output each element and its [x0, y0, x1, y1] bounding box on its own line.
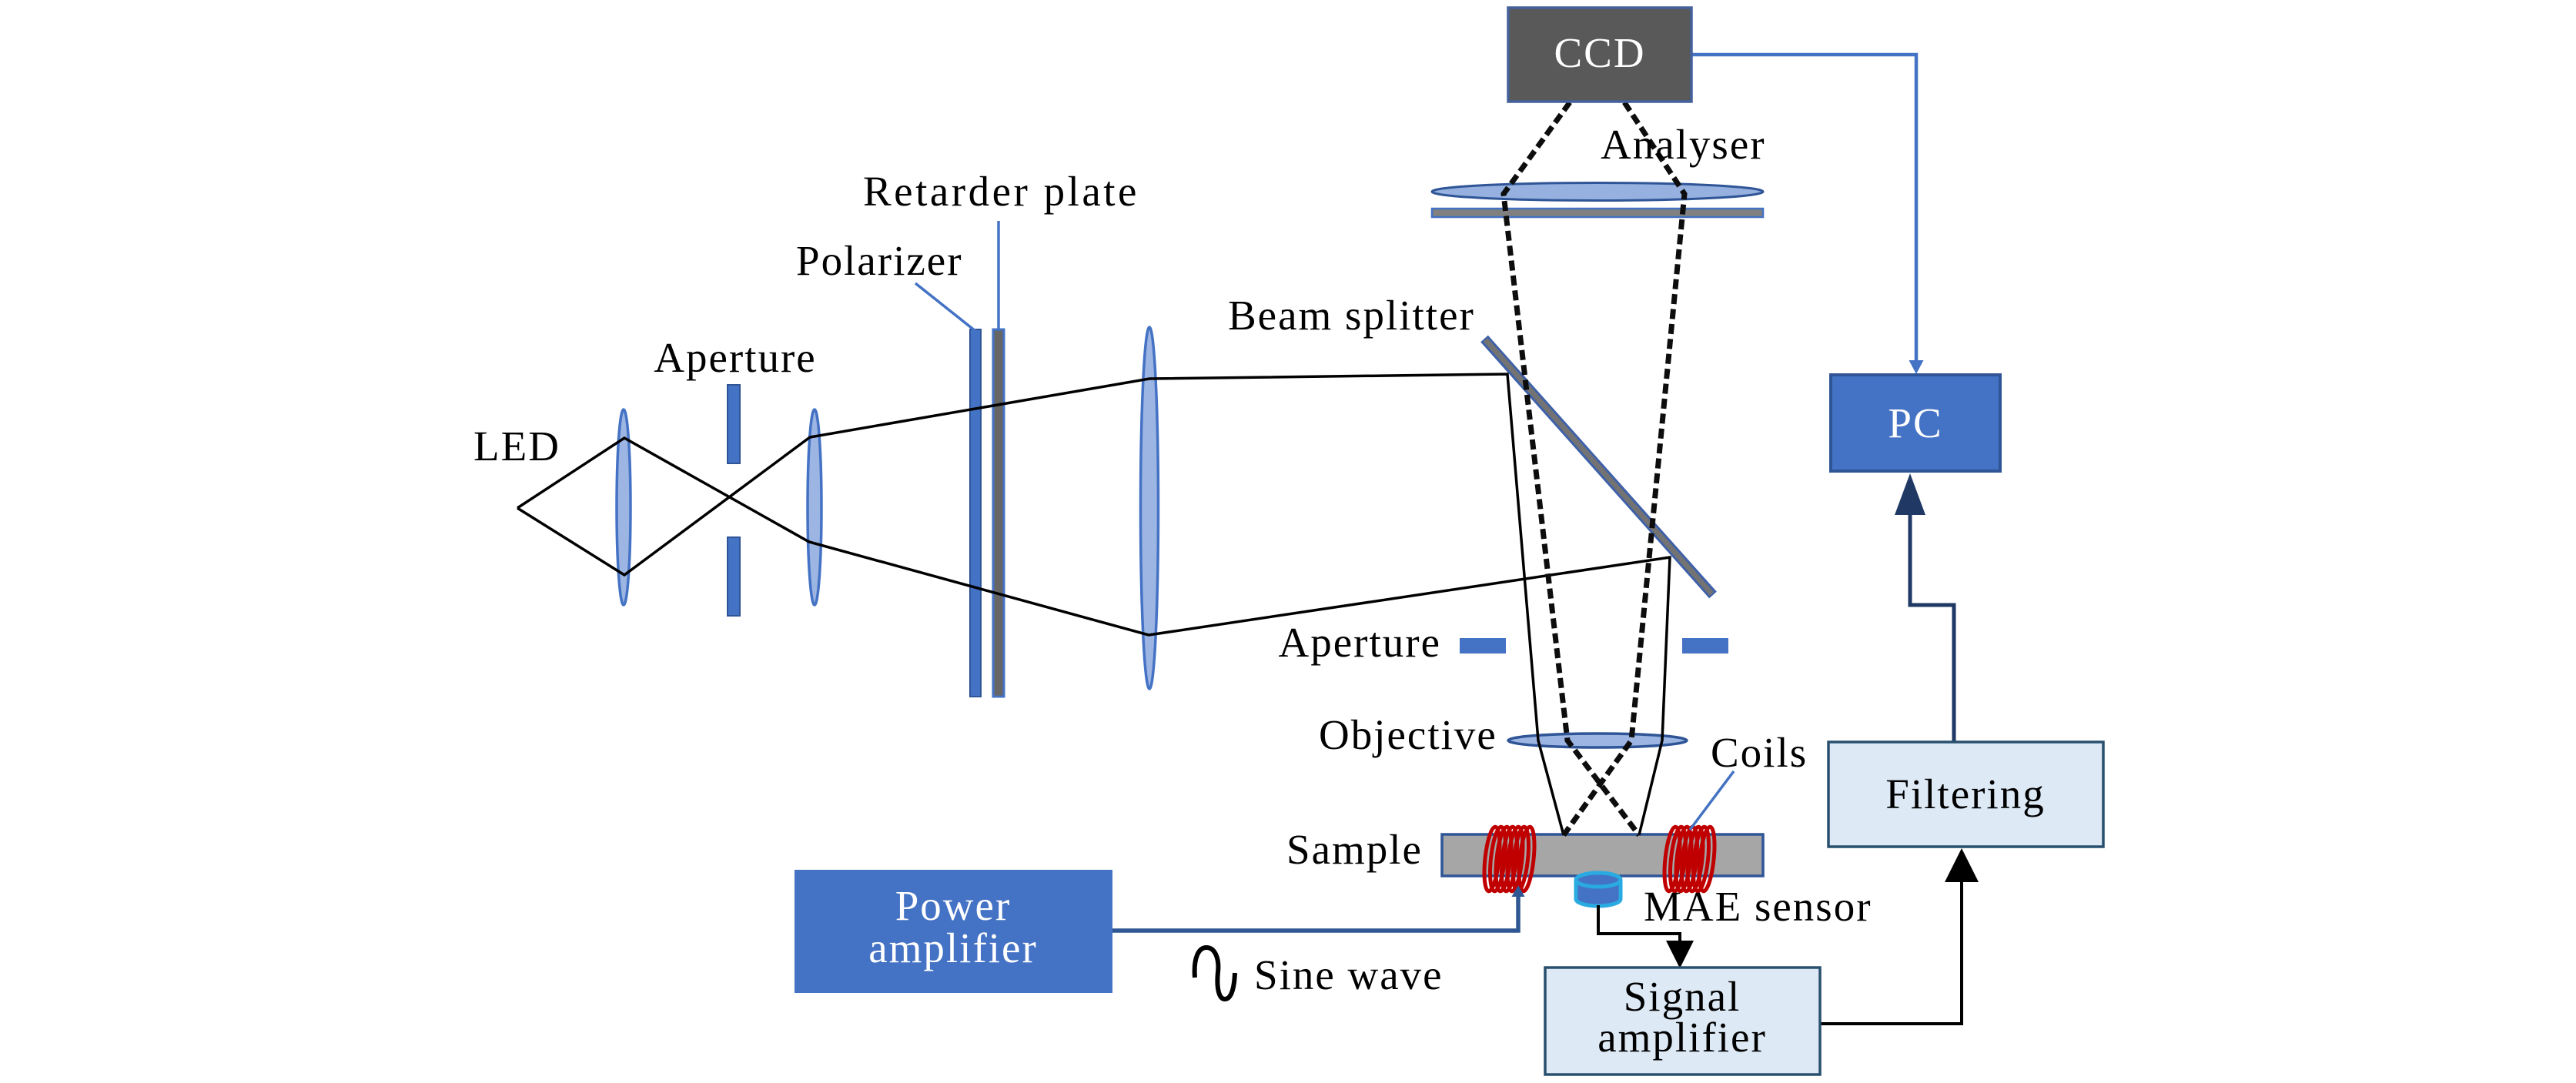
- svg-text:Retarder plate: Retarder plate: [863, 168, 1139, 215]
- svg-text:Analyser: Analyser: [1601, 121, 1766, 168]
- svg-text:amplifier: amplifier: [1597, 1014, 1767, 1061]
- svg-text:Polarizer: Polarizer: [796, 237, 963, 284]
- svg-text:Power: Power: [895, 882, 1012, 929]
- svg-text:Sample: Sample: [1286, 826, 1423, 873]
- svg-text:PC: PC: [1888, 399, 1942, 446]
- svg-text:Aperture: Aperture: [1279, 619, 1441, 666]
- svg-text:Sine wave: Sine wave: [1254, 951, 1444, 998]
- svg-text:MAE sensor: MAE sensor: [1644, 883, 1872, 930]
- svg-text:Coils: Coils: [1711, 729, 1808, 776]
- svg-text:LED: LED: [473, 423, 560, 470]
- svg-text:CCD: CCD: [1554, 29, 1645, 76]
- svg-text:Aperture: Aperture: [654, 334, 816, 381]
- svg-text:amplifier: amplifier: [868, 924, 1038, 971]
- svg-text:Objective: Objective: [1319, 711, 1497, 758]
- svg-text:Signal: Signal: [1624, 973, 1741, 1020]
- svg-text:Filtering: Filtering: [1885, 770, 2045, 817]
- svg-text:Beam splitter: Beam splitter: [1228, 292, 1475, 339]
